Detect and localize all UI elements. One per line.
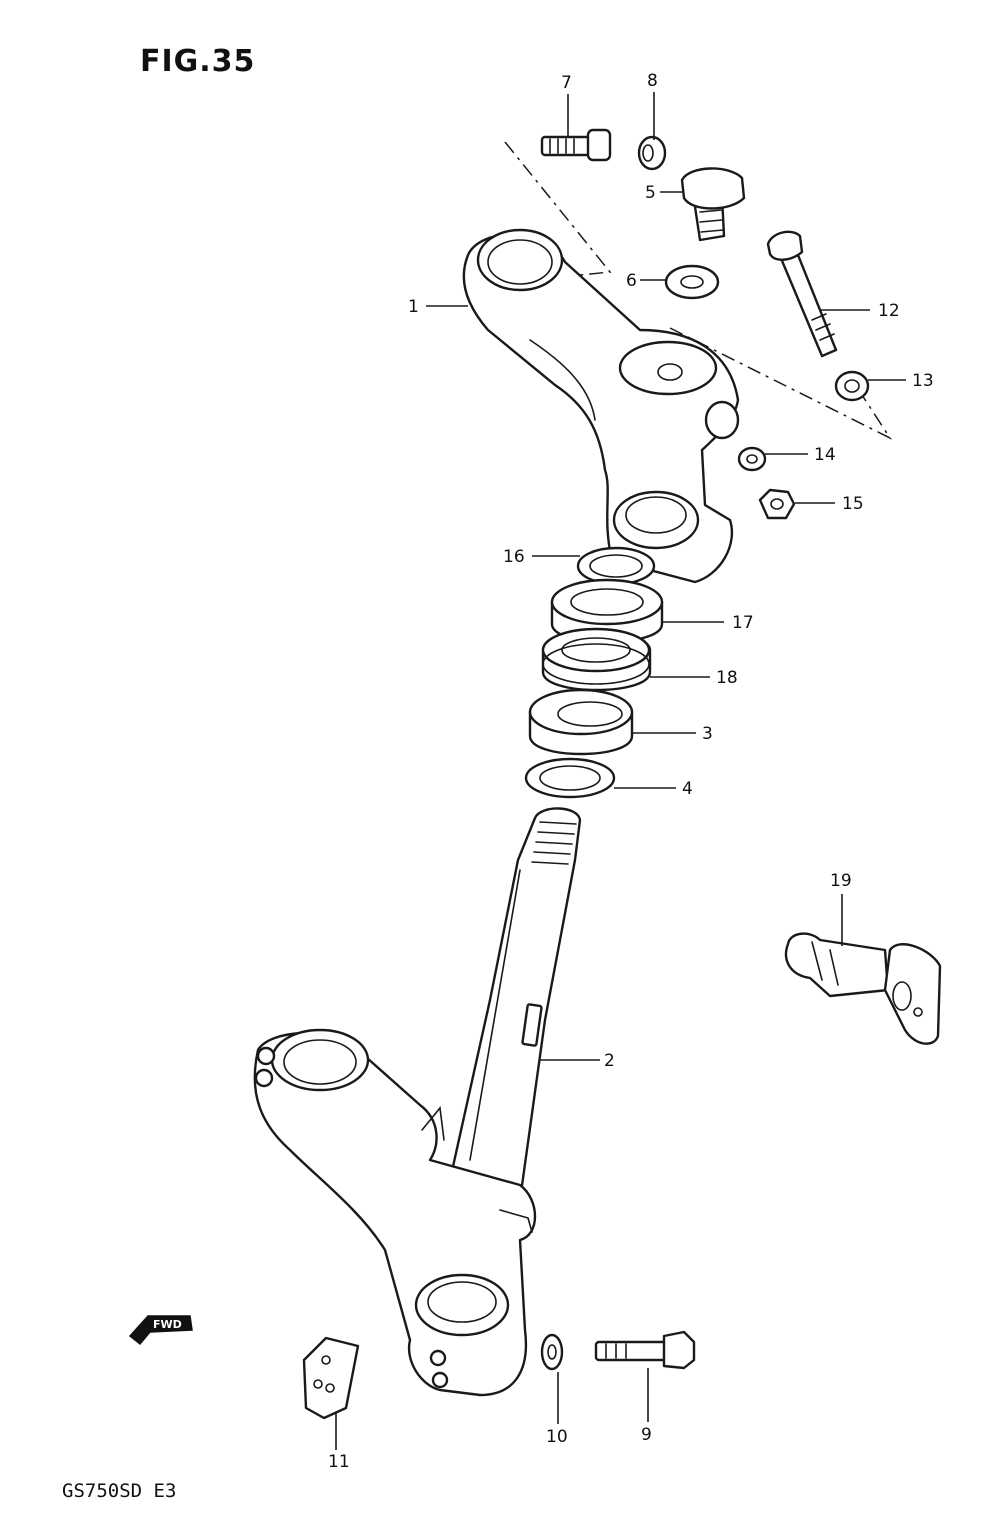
lock-washer-14: [737, 446, 767, 472]
steering-nut-16: [576, 546, 656, 586]
upper-bracket: [462, 228, 740, 584]
callout-12: 12: [878, 301, 900, 321]
dust-seal-4: [524, 757, 616, 799]
washer-8: [637, 135, 667, 171]
callout-4: 4: [682, 779, 693, 799]
bolt-12: [766, 230, 838, 358]
callout-3: 3: [702, 724, 713, 744]
figure-title: FIG.35: [140, 44, 256, 79]
fwd-arrow-icon: FWD: [128, 1315, 193, 1346]
bolt-5: [680, 167, 746, 242]
callout-9: 9: [641, 1425, 652, 1445]
plate-11: [302, 1336, 360, 1420]
bearing-18: [541, 627, 652, 692]
nut-15: [758, 488, 796, 520]
callout-numbers: 1 2 3 4 5 6 7 8 9 10 11 12 13 14 15 16 1…: [328, 71, 934, 1472]
callout-1: 1: [408, 297, 419, 317]
washer-13: [834, 370, 870, 402]
callout-5: 5: [645, 183, 656, 203]
leader-lines: [335, 92, 906, 1450]
bolt-7: [540, 128, 612, 162]
callout-17: 17: [732, 613, 754, 633]
steering-lock-19: [784, 932, 942, 1045]
callout-19: 19: [830, 871, 852, 891]
bolt-9: [594, 1330, 696, 1370]
fwd-label: FWD: [153, 1318, 182, 1331]
callout-2: 2: [604, 1051, 615, 1071]
washer-10: [540, 1333, 564, 1371]
model-code: GS750SD E3: [62, 1480, 177, 1502]
callout-14: 14: [814, 445, 836, 465]
bearing-3: [528, 688, 634, 756]
callout-11: 11: [328, 1452, 350, 1472]
callout-6: 6: [626, 271, 637, 291]
callout-8: 8: [647, 71, 658, 91]
callout-7: 7: [561, 73, 572, 93]
callout-18: 18: [716, 668, 738, 688]
callout-15: 15: [842, 494, 864, 514]
washer-6: [664, 264, 720, 300]
callout-16: 16: [503, 547, 525, 567]
lower-bracket-stem: [253, 807, 582, 1397]
assembly-guide-lines: [504, 141, 893, 440]
callout-13: 13: [912, 371, 934, 391]
callout-10: 10: [546, 1427, 568, 1447]
bearing-race-17: [550, 578, 664, 644]
